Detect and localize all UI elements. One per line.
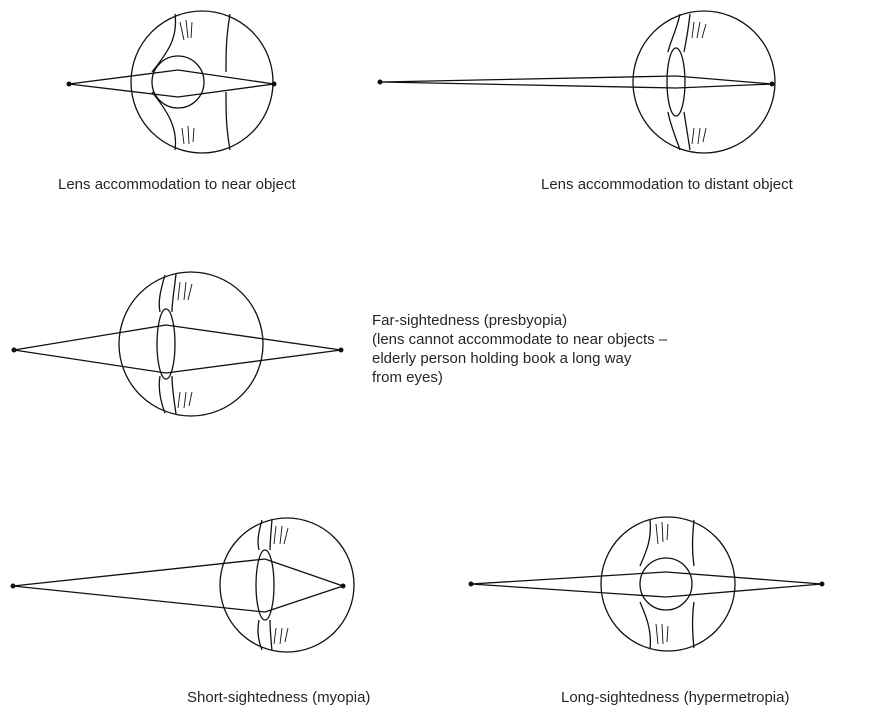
caption-far-sightedness: Far-sightedness (presbyopia) (lens canno…: [372, 311, 667, 387]
eye-far-sightedness: [12, 272, 344, 416]
caption-far-sightedness-line-1: Far-sightedness (presbyopia): [372, 311, 667, 330]
eye-long-sightedness: [469, 517, 825, 651]
caption-far-sightedness-line-2: (lens cannot accommodate to near objects…: [372, 330, 667, 349]
eye-distant-accommodation: [378, 11, 776, 153]
caption-near-accommodation: Lens accommodation to near object: [58, 175, 296, 194]
caption-distant-accommodation: Lens accommodation to distant object: [541, 175, 793, 194]
caption-far-sightedness-line-3: elderly person holding book a long way: [372, 349, 667, 368]
eye-short-sightedness: [11, 518, 355, 652]
eye-near-accommodation: [67, 11, 277, 153]
caption-far-sightedness-line-4: from eyes): [372, 368, 667, 387]
caption-short-sightedness: Short-sightedness (myopia): [187, 688, 370, 707]
caption-long-sightedness: Long-sightedness (hypermetropia): [561, 688, 789, 707]
